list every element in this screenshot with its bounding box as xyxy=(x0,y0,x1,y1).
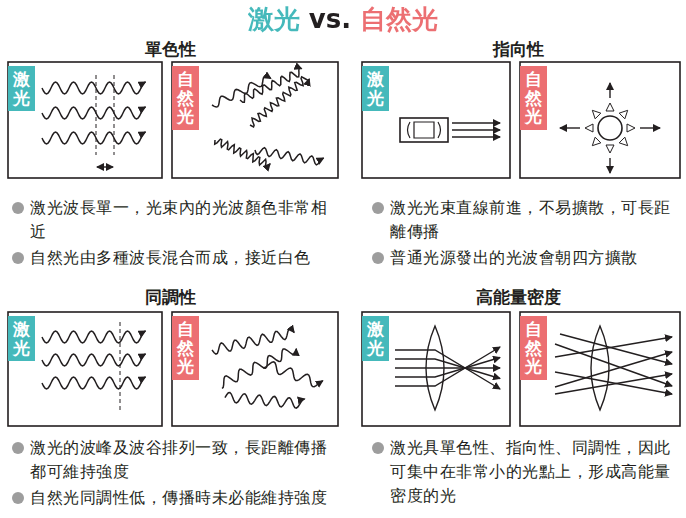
panel-frame xyxy=(8,62,162,178)
focus-ray xyxy=(395,358,500,378)
bullet-dot xyxy=(372,252,384,264)
tab-label: 自然光 xyxy=(177,320,194,376)
light-wave xyxy=(42,132,146,144)
light-wave xyxy=(215,139,270,167)
frames xyxy=(8,62,680,426)
light-wave xyxy=(42,377,146,389)
light-type-tab: 自然光 xyxy=(520,316,547,380)
ray-mark xyxy=(619,110,627,118)
guide-line xyxy=(114,75,115,155)
lens xyxy=(591,326,609,410)
ray-mark xyxy=(606,103,614,111)
light-type-tab: 自然光 xyxy=(172,316,199,380)
light-wave xyxy=(250,77,309,127)
tab-label: 激光 xyxy=(367,70,384,107)
light-type-tab: 自然光 xyxy=(172,66,199,130)
laser-device xyxy=(400,118,448,142)
ray-mark xyxy=(606,145,614,153)
tab-label: 激光 xyxy=(13,70,30,107)
light-wave xyxy=(222,349,296,389)
spread-arrow xyxy=(640,127,660,128)
bullet-dot xyxy=(372,202,384,214)
light-wave xyxy=(42,354,146,366)
panel-frame xyxy=(8,312,162,426)
bullet-dot xyxy=(12,252,24,264)
diagram-title: 激光 vs. 自然光 xyxy=(248,2,438,37)
bullet-dot xyxy=(12,492,24,504)
bullet-note: 激光波長單一，光束內的光波顏色非常相近 xyxy=(30,196,335,244)
panel-heading: 指向性 xyxy=(350,38,686,61)
scatter-ray xyxy=(555,372,672,394)
light-type-tab: 激光 xyxy=(362,66,389,111)
bullet-note: 激光具單色性、指向性、同調性，因此可集中在非常小的光點上，形成高能量密度的光 xyxy=(390,436,682,508)
bullet-dots xyxy=(12,202,384,504)
panel-frame xyxy=(362,62,510,178)
scatter-ray xyxy=(555,337,672,357)
laser-mirror xyxy=(408,122,441,138)
bullet-note: 激光的波峰及波谷排列一致，長距離傳播都可維持強度 xyxy=(30,436,335,484)
spread-arrow xyxy=(560,127,580,128)
panel-frame xyxy=(172,312,338,426)
ray-mark xyxy=(585,124,593,132)
tab-label: 自然光 xyxy=(525,70,542,126)
light-wave xyxy=(42,331,146,343)
scatter-ray xyxy=(555,374,672,394)
light-type-tab: 激光 xyxy=(8,316,35,361)
beam-arrow xyxy=(452,136,500,137)
guide-line xyxy=(96,75,97,155)
beam-arrow xyxy=(452,129,500,130)
panel-frame xyxy=(520,62,680,178)
bullet-dot xyxy=(12,202,24,214)
focus-ray xyxy=(395,367,500,368)
ray-mark xyxy=(619,137,627,145)
light-wave xyxy=(255,148,324,165)
panel-frame xyxy=(172,62,338,178)
spread-arrow xyxy=(609,83,610,98)
tab-label: 自然光 xyxy=(525,320,542,376)
tab-label: 激光 xyxy=(13,320,30,357)
light-source xyxy=(598,116,622,140)
light-wave xyxy=(42,107,146,119)
scatter-ray xyxy=(560,334,672,364)
panel-heading: 高能量密度 xyxy=(350,286,686,309)
guide-line xyxy=(120,322,121,412)
tab-label: 自然光 xyxy=(177,70,194,126)
beam-arrow xyxy=(452,122,500,123)
panel-heading: 單色性 xyxy=(0,38,340,61)
ray-mark xyxy=(592,110,600,118)
wavelength-arrow xyxy=(97,166,113,167)
scatter-ray xyxy=(555,352,672,387)
scatter-ray xyxy=(555,344,672,386)
light-wave xyxy=(225,392,305,408)
light-type-tab: 激光 xyxy=(362,316,389,361)
spread-arrow xyxy=(609,158,610,173)
bullet-note: 激光光束直線前進，不易擴散，可長距離傳播 xyxy=(390,196,682,244)
focus-ray xyxy=(395,347,500,386)
light-type-tab: 自然光 xyxy=(520,66,547,130)
tab-label: 激光 xyxy=(367,320,384,357)
light-wave xyxy=(240,68,302,102)
ray-mark xyxy=(627,124,635,132)
bullet-note: 自然光同調性低，傳播時未必能維持強度 xyxy=(30,486,335,510)
bullet-dot xyxy=(372,442,384,454)
bullet-note: 普通光源發出的光波會朝四方擴散 xyxy=(390,246,682,270)
panel-frame xyxy=(520,312,680,426)
light-wave xyxy=(42,82,146,94)
panel-heading: 同調性 xyxy=(0,286,340,309)
light-wave xyxy=(263,362,322,387)
bullet-note: 自然光由多種波長混合而成，接近白色 xyxy=(30,246,335,270)
ray-mark xyxy=(592,137,600,145)
light-type-tab: 激光 xyxy=(8,66,35,111)
light-wave xyxy=(212,76,271,107)
bullet-dot xyxy=(12,442,24,454)
panel-frame xyxy=(362,312,510,426)
